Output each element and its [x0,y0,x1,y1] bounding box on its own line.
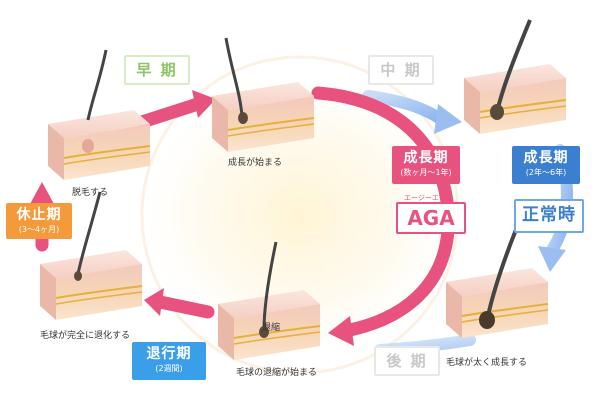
arrow-to-growth-head [192,90,216,118]
skin-block-bulb-grows [446,209,549,338]
phase-growth-normal-title: 成長期 [523,150,569,166]
stage-middle-label: 中 期 [368,55,434,85]
phase-growth-aga-title: 成長期 [403,150,449,166]
phase-growth-aga-sub: (数ヶ月〜1年) [400,168,452,177]
phase-growth-normal: 成長期 (2年〜6年) [512,146,580,184]
skin-block-bulb-regressed [40,191,143,320]
normal-arrow-1-head [434,104,462,134]
caption-regression-start: 毛球の退縮が始まる [236,368,318,378]
skin-block-growth-start [212,37,315,152]
caption-growth-start: 成長が始まる [228,158,283,168]
caption-shedding: 脱毛する [72,188,109,198]
arrow-regression-left-head [144,288,164,316]
skin-block-regression-start [218,241,321,360]
phase-resting-sub: (3〜4ヶ月) [18,225,60,234]
aga-box: AGA [396,202,466,234]
aga-title: AGA [407,206,455,230]
phase-regression-sub: (2週間) [155,364,183,373]
stage-late-label: 後 期 [374,346,440,376]
phase-resting-title: 休止期 [16,207,62,223]
normal-box: 正常時 [514,199,584,233]
caption-shrink: 退縮 [262,323,281,333]
phase-regression-title: 退行期 [146,346,192,362]
arrow-to-growth [135,97,205,129]
skin-block-shedding [48,49,151,180]
phase-resting: 休止期 (3〜4ヶ月) [6,203,72,239]
stage-early-label: 早 期 [124,55,190,85]
phase-growth-normal-sub: (2年〜6年) [525,168,567,177]
skin-block-middle [464,19,567,134]
caption-bulb-regressed: 毛球が完全に退化する [40,331,131,341]
aga-arc-head [328,316,354,346]
phase-regression: 退行期 (2週間) [132,342,206,380]
arrow-resting-up-head [30,182,54,204]
caption-bulb-grows: 毛球が太く成長する [446,358,528,368]
arrow-regression-left [153,295,215,319]
phase-growth-aga: 成長期 (数ヶ月〜1年) [392,146,460,184]
normal-arrow-2-head [538,246,566,272]
aga-reading: エージーエー [404,194,446,202]
